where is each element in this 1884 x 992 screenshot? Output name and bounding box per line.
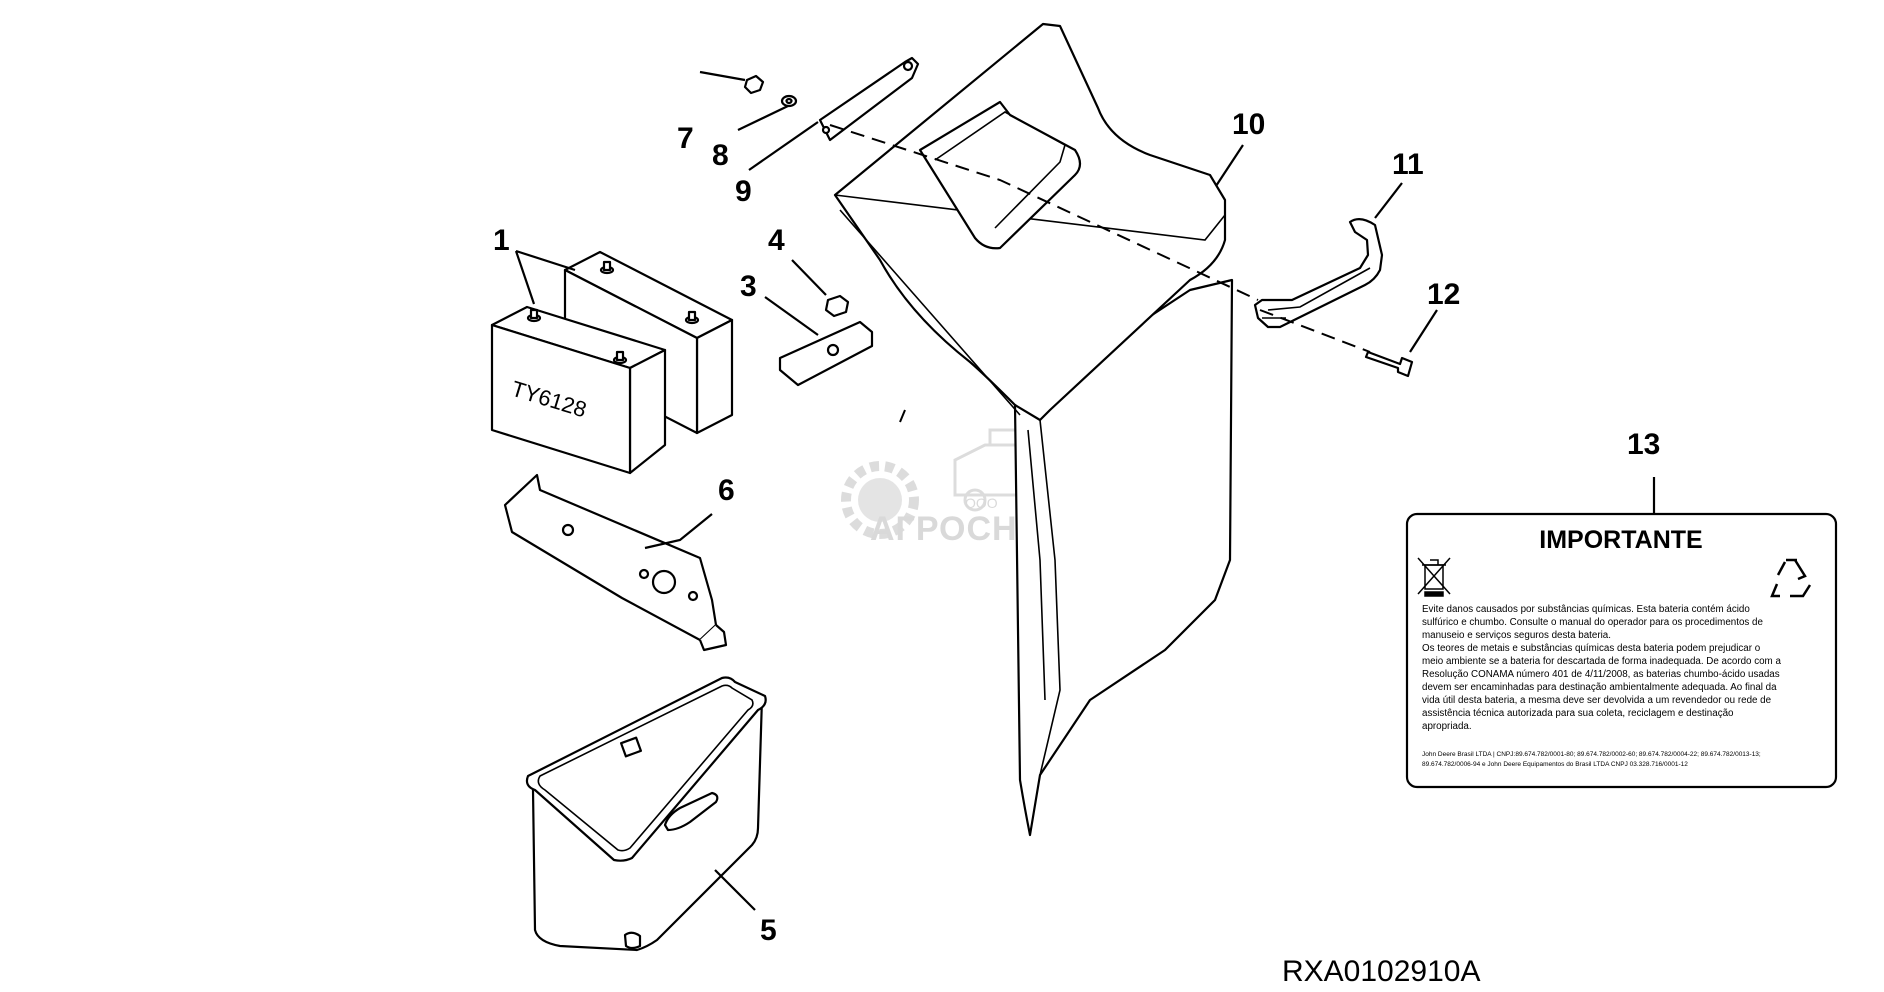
box-handle-slot-icon bbox=[663, 791, 719, 832]
callout-5: 5 bbox=[760, 914, 777, 947]
figure-id: RXA0102910A bbox=[1282, 955, 1481, 987]
callout-13: 13 bbox=[1627, 428, 1660, 461]
box-slot-icon bbox=[619, 736, 643, 758]
callout-4: 4 bbox=[768, 224, 785, 257]
crossed-bin-icon bbox=[1417, 557, 1451, 597]
callout-11: 11 bbox=[1392, 148, 1424, 181]
leader-lines bbox=[514, 70, 1656, 911]
callout-12: 12 bbox=[1427, 278, 1460, 311]
callout-6: 6 bbox=[718, 474, 735, 507]
label-body-line: Evite danos causados por substâncias quí… bbox=[1422, 604, 1750, 615]
label-body-line: Resolução CONAMA número 401 de 4/11/2008… bbox=[1422, 669, 1780, 680]
label-body-text: Evite danos causados por substâncias quí… bbox=[1422, 604, 1781, 732]
bracket-strip bbox=[818, 56, 920, 142]
recycle-icon bbox=[1770, 558, 1812, 598]
battery-front-terminal-left bbox=[526, 308, 542, 323]
watermark-gear-icon bbox=[841, 461, 919, 539]
callout-8: 8 bbox=[712, 139, 729, 172]
callout-3: 3 bbox=[740, 270, 757, 303]
label-footer-line: 89.674.782/0006-94 e John Deere Equipame… bbox=[1422, 761, 1688, 768]
label-body-line: assistência técnica autorizada para sua … bbox=[1422, 708, 1734, 719]
battery-rear-terminal-right bbox=[684, 310, 700, 325]
callout-numbers: 1 3 4 5 6 7 8 9 10 11 12 13 bbox=[493, 108, 1660, 947]
nut-icon bbox=[824, 294, 850, 318]
label-footer-text: John Deere Brasil LTDA | CNPJ:89.674.782… bbox=[1422, 751, 1761, 768]
battery-rear-terminal-left bbox=[599, 260, 615, 275]
watermark-small-text: ООО bbox=[965, 495, 998, 511]
callout-1: 1 bbox=[493, 224, 510, 257]
washer-icon bbox=[780, 94, 798, 108]
label-body-line: devem ser encaminhadas para destinação a… bbox=[1422, 682, 1777, 693]
callout-7: 7 bbox=[677, 122, 694, 155]
warning-label: IMPORTANTE Evite danos causados por subs… bbox=[1405, 512, 1838, 789]
callout-9: 9 bbox=[735, 175, 752, 208]
label-body-line: apropriada. bbox=[1422, 721, 1472, 732]
callout-10: 10 bbox=[1232, 108, 1265, 141]
bolt-icon bbox=[1364, 350, 1414, 378]
assembly-lines bbox=[829, 124, 1371, 423]
cover-handle bbox=[1253, 218, 1384, 329]
label-body-line: manuseio e serviços seguros desta bateri… bbox=[1422, 630, 1611, 641]
battery-box bbox=[525, 676, 767, 952]
label-body-line: vida útil desta bateria, a mesma deve se… bbox=[1422, 695, 1772, 706]
label-body-line: sulfúrico e chumbo. Consulte o manual do… bbox=[1422, 617, 1763, 628]
battery-front: TY6128 bbox=[490, 305, 667, 475]
label-footer-line: John Deere Brasil LTDA | CNPJ:89.674.782… bbox=[1422, 751, 1761, 758]
battery-front-terminal-right bbox=[612, 350, 628, 365]
label-border bbox=[1405, 512, 1838, 789]
label-title: IMPORTANTE bbox=[1539, 526, 1702, 554]
battery-cover bbox=[833, 22, 1234, 837]
label-body-line: Os teores de metais e substâncias químic… bbox=[1422, 643, 1761, 654]
battery-pair: TY6128 bbox=[490, 250, 734, 475]
battery-bracket bbox=[503, 473, 728, 652]
label-body-line: meio ambiente se a bateria for descartad… bbox=[1422, 656, 1781, 667]
hold-down-clamp bbox=[778, 320, 874, 387]
nut-small-icon bbox=[743, 74, 765, 95]
